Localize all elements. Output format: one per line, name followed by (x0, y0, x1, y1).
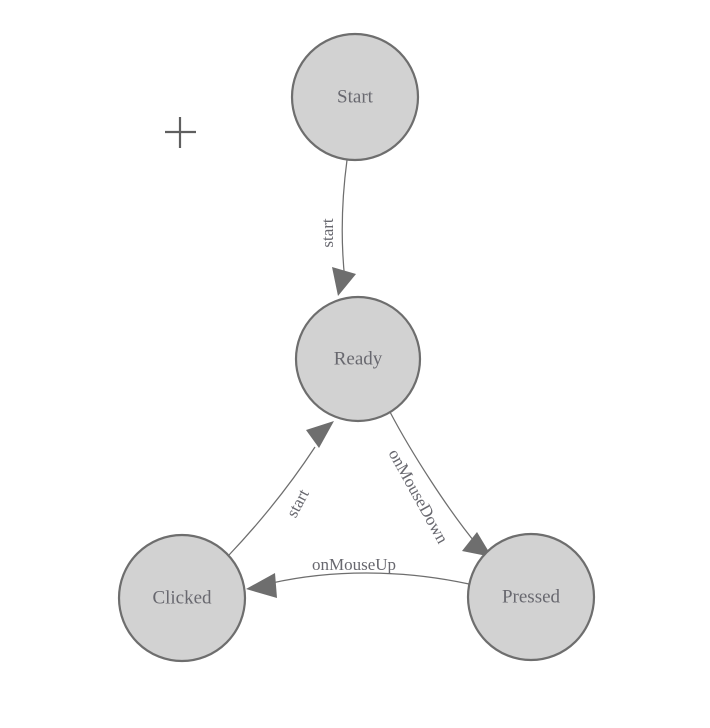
edge-start-to-ready-label: start (318, 218, 337, 248)
node-pressed[interactable]: Pressed (466, 532, 596, 662)
node-ready[interactable]: Ready (294, 295, 422, 423)
edge-clicked-to-ready[interactable]: start (228, 421, 334, 556)
node-start-circle[interactable] (290, 32, 420, 162)
node-pressed-circle[interactable] (466, 532, 596, 662)
edge-start-to-ready[interactable]: start (318, 159, 356, 296)
edge-start-to-ready-path[interactable] (341, 159, 348, 282)
edge-clicked-to-ready-arrowhead (306, 421, 334, 448)
node-start[interactable]: Start (290, 32, 420, 162)
edge-ready-to-pressed[interactable]: onMouseDown (385, 411, 492, 557)
edge-pressed-to-clicked-path[interactable] (271, 572, 470, 585)
plus-marker[interactable] (165, 117, 196, 148)
edge-ready-to-pressed-path[interactable] (389, 411, 479, 547)
edge-pressed-to-clicked[interactable]: onMouseUp (246, 555, 470, 598)
edge-clicked-to-ready-label: start (282, 486, 313, 521)
node-clicked-circle[interactable] (117, 533, 247, 663)
edge-ready-to-pressed-arrowhead (462, 532, 492, 557)
node-ready-circle[interactable] (294, 295, 422, 423)
edge-clicked-to-ready-path[interactable] (228, 446, 316, 556)
node-layer: Start Ready Clicked Pressed (117, 32, 596, 663)
edge-start-to-ready-arrowhead (332, 267, 356, 296)
node-clicked[interactable]: Clicked (117, 533, 247, 663)
edge-pressed-to-clicked-arrowhead (246, 573, 277, 598)
edge-pressed-to-clicked-label: onMouseUp (312, 555, 396, 574)
